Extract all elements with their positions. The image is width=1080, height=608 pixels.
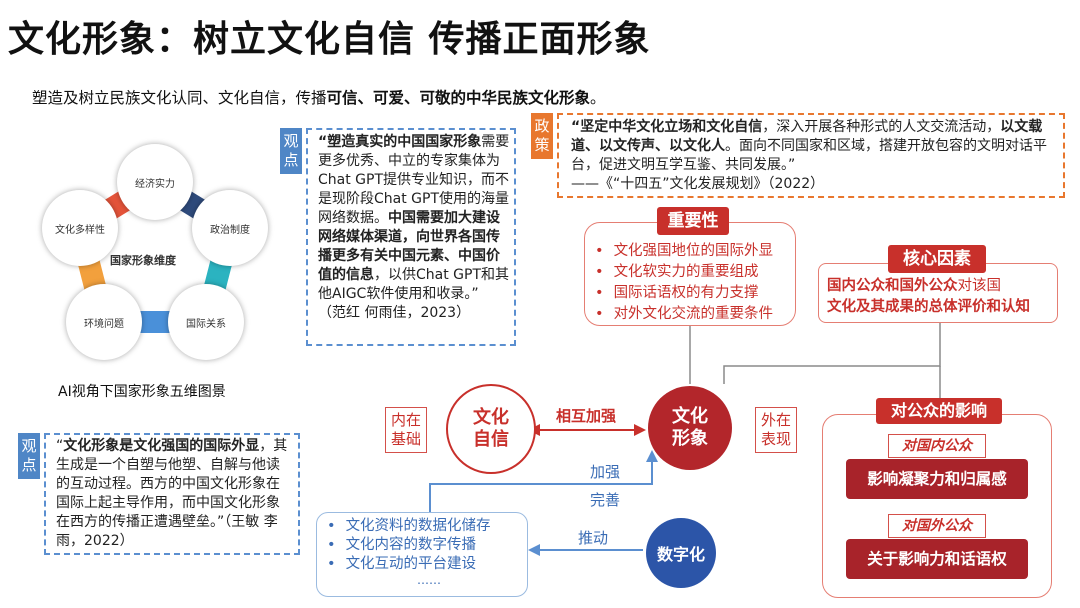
page-title: 文化形象：树立文化自信 传播正面形象: [8, 19, 651, 60]
impact-title: 对公众的影响: [876, 398, 1002, 424]
outer-expression-label: 外在 表现: [755, 407, 797, 453]
cultural-image-circle: 文化 形象: [648, 386, 732, 470]
more-ellipsis: ……: [417, 573, 441, 587]
domestic-public-label: 对国内公众: [888, 434, 986, 458]
policy-quote: “坚定中华文化立场和文化自信，深入开展各种形式的人文交流活动，以文载道、以文传声…: [557, 113, 1065, 198]
pentagon-node-diversity: 文化多样性: [42, 190, 118, 266]
importance-list: 文化强国地位的国际外显 文化软实力的重要组成 国际话语权的有力支撑 对外文化交流…: [595, 241, 774, 325]
viewpoint-quote-1: “塑造真实的中国国家形象需要更多优秀、中立的专家集体为Chat GPT提供专业知…: [306, 128, 516, 346]
list-item: 国际话语权的有力支撑: [595, 283, 773, 304]
list-item: 文化内容的数字传播: [327, 536, 491, 555]
list-item: 对外文化交流的重要条件: [595, 304, 774, 325]
cultural-confidence-circle: 文化 自信: [446, 384, 536, 474]
digital-measures-box: 文化资料的数据化储存 文化内容的数字传播 文化互动的平台建设 ……: [316, 512, 528, 597]
pentagon-node-politics: 政治制度: [192, 190, 268, 266]
core-factor-title: 核心因素: [888, 245, 986, 273]
importance-title: 重要性: [657, 207, 729, 235]
strengthen-label: 加强: [590, 463, 621, 481]
viewpoint-tag: 观点: [18, 433, 40, 479]
improve-label: 完善: [590, 491, 621, 509]
inner-foundation-label: 内在 基础: [385, 407, 427, 453]
list-item: 文化互动的平台建设: [327, 555, 491, 574]
pentagon-caption: AI视角下国家形象五维图景: [58, 384, 226, 400]
list-item: 文化软实力的重要组成: [595, 262, 773, 283]
digitalization-circle: 数字化: [646, 518, 716, 588]
digital-measures-list: 文化资料的数据化储存 文化内容的数字传播 文化互动的平台建设: [327, 517, 491, 574]
importance-box: 文化强国地位的国际外显 文化软实力的重要组成 国际话语权的有力支撑 对外文化交流…: [584, 222, 796, 326]
viewpoint-tag: 观点: [280, 128, 302, 174]
subtitle: 塑造及树立民族文化认同、文化自信，传播可信、可爱、可敬的中华民族文化形象。: [32, 89, 606, 107]
mutual-reinforce-label: 相互加强: [556, 407, 617, 425]
pentagon-node-international: 国际关系: [168, 284, 244, 360]
foreign-public-label: 对国外公众: [888, 514, 986, 538]
core-factor-box: 国内公众和国外公众对该国文化及其成果的总体评价和认知: [818, 263, 1058, 323]
list-item: 文化强国地位的国际外显: [595, 241, 774, 262]
foreign-impact-box: 关于影响力和话语权: [846, 539, 1028, 579]
viewpoint-quote-2: “文化形象是文化强国的国际外显，其生成是一个自塑与他塑、自解与他读的互动过程。西…: [44, 433, 300, 555]
policy-tag: 政策: [531, 113, 553, 159]
pentagon-center-label: 国家形象维度: [110, 254, 176, 267]
pentagon-node-economy: 经济实力: [117, 144, 193, 220]
domestic-impact-box: 影响凝聚力和归属感: [846, 459, 1028, 499]
pentagon-node-environment: 环境问题: [66, 284, 142, 360]
push-label: 推动: [578, 529, 609, 547]
list-item: 文化资料的数据化储存: [327, 517, 491, 536]
